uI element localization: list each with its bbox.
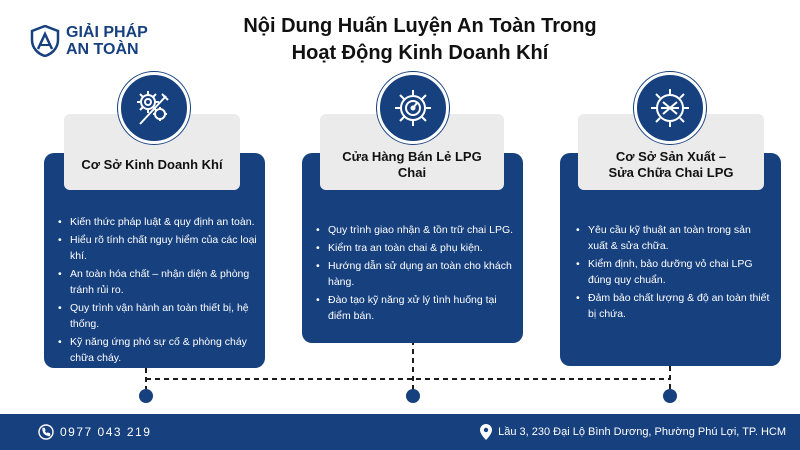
list-item: Hướng dẫn sử dụng an toàn cho khách hàng… [316,258,516,290]
timeline-dot-2 [406,389,420,403]
card-1-list: Kiến thức pháp luật & quy định an toàn. … [58,214,258,368]
footer-address[interactable]: Lầu 3, 230 Đại Lộ Bình Dương, Phường Phú… [480,424,786,440]
timeline-dot-3 [663,389,677,403]
brand-name: GIẢI PHÁP AN TOÀN [66,24,148,58]
card-1-heading-text: Cơ Sở Kinh Doanh Khí [81,157,223,172]
card-3-icon [634,72,706,144]
card-3-list: Yêu cầu kỹ thuật an toàn trong sản xuất … [576,222,772,324]
list-item: Kiểm tra an toàn chai & phụ kiện. [316,240,516,256]
address-text: Lầu 3, 230 Đại Lộ Bình Dương, Phường Phú… [498,426,786,438]
list-item: Quy trình vận hành an toàn thiết bị, hệ … [58,300,258,332]
list-item: Đào tạo kỹ năng xử lý tình huống tại điể… [316,292,516,324]
card-2-icon [377,72,449,144]
list-item: Kiểm định, bảo dưỡng vỏ chai LPG đúng qu… [576,256,772,288]
list-item: Kiến thức pháp luật & quy định an toàn. [58,214,258,230]
page-title: Nội Dung Huấn Luyện An Toàn Trong Hoạt Đ… [160,13,680,67]
list-item: Đảm bảo chất lượng & độ an toàn thiết bị… [576,290,772,322]
card-2-list: Quy trình giao nhận & tồn trữ chai LPG. … [316,222,516,326]
gear-tools-icon [651,89,689,127]
brand-logo: GIẢI PHÁP AN TOÀN [30,24,148,58]
brand-line-1: GIẢI PHÁP [66,24,148,41]
card-3-heading-line-1: Cơ Sở Sản Xuất – [615,149,727,164]
phone-number: 0977 043 219 [60,425,152,439]
footer-phone[interactable]: 0977 043 219 [38,424,151,440]
card-3-heading-line-2: Sửa Chữa Chai LPG [608,165,734,180]
card-3-heading-text: Cơ Sở Sản Xuất – Sửa Chữa Chai LPG [608,149,733,181]
gear-wrench-icon [137,91,169,125]
timeline-dot-1 [139,389,153,403]
card-3-heading: Cơ Sở Sản Xuất – Sửa Chữa Chai LPG [578,114,764,190]
shield-logo-icon [30,25,60,57]
list-item: Quy trình giao nhận & tồn trữ chai LPG. [316,222,516,238]
title-line-2: Hoạt Động Kinh Doanh Khí [291,42,549,64]
title-line-1: Nội Dung Huấn Luyện An Toàn Trong [243,15,597,37]
list-item: Kỹ năng ứng phó sự cố & phòng cháy chữa … [58,334,258,366]
list-item: An toàn hóa chất – nhận diện & phòng trá… [58,266,258,298]
card-1-icon [118,72,190,144]
list-item: Yêu cầu kỹ thuật an toàn trong sản xuất … [576,222,772,254]
location-pin-icon [480,424,493,440]
card-2-heading-text: Cửa Hàng Bán Lẻ LPG Chai [342,149,482,180]
brand-line-2: AN TOÀN [66,41,139,58]
list-item: Hiểu rõ tính chất nguy hiểm của các loại… [58,232,258,264]
gear-gauge-icon [395,90,431,126]
phone-icon [38,424,54,440]
footer-bar: 0977 043 219 Lầu 3, 230 Đại Lộ Bình Dươn… [0,414,800,450]
